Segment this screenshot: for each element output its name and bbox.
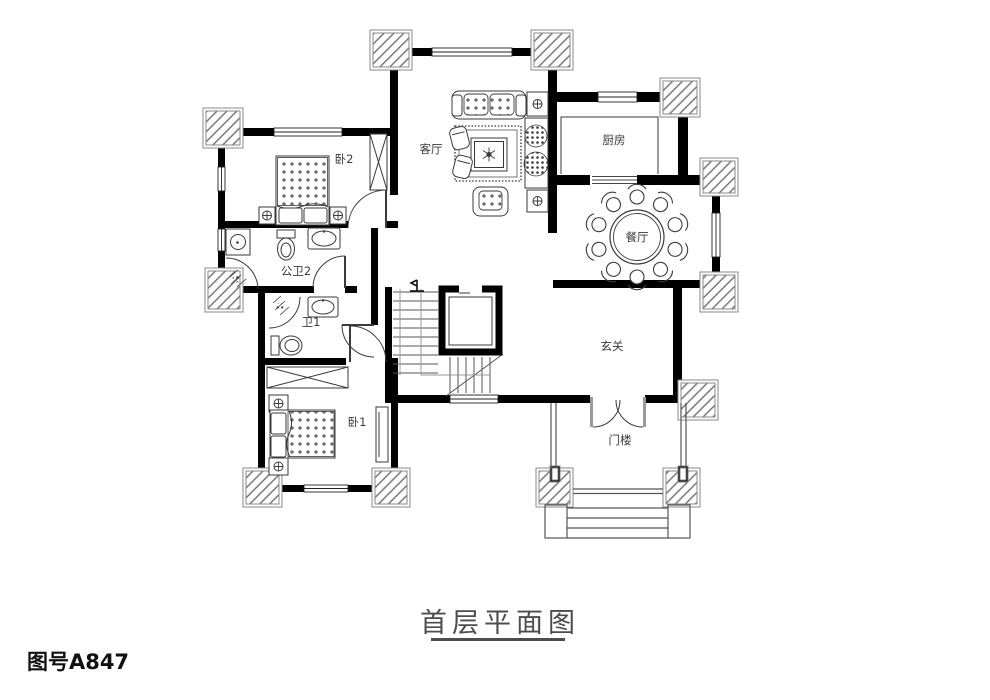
dining-table-icon <box>609 209 665 265</box>
entry-double-door-icon <box>590 397 646 428</box>
window-icon <box>431 47 513 57</box>
entry-steps-icon <box>544 504 691 539</box>
shower-icon <box>268 295 301 329</box>
living-room-furniture <box>449 90 549 217</box>
elevator-icon <box>438 285 503 356</box>
shower-icon <box>225 257 259 290</box>
kitchen-fixtures <box>560 116 659 174</box>
column-icon <box>369 29 413 71</box>
columns <box>202 29 739 508</box>
bedroom2-furniture <box>258 133 388 226</box>
nightstand-icon <box>268 457 289 476</box>
side-table-icon <box>526 91 549 117</box>
stair-up-arrow-icon <box>409 279 424 292</box>
window-icon <box>711 212 721 258</box>
wardrobe-icon <box>266 366 349 389</box>
window-icon <box>449 394 499 404</box>
window-icon <box>217 166 226 192</box>
bed-icon <box>269 409 336 459</box>
column-icon <box>662 465 701 508</box>
armchair-icon <box>452 154 473 180</box>
title-underline <box>431 638 565 641</box>
room-label-dining: 餐厅 <box>626 230 649 244</box>
wardrobe-icon <box>369 133 388 191</box>
column-icon <box>659 77 701 118</box>
side-table-icon <box>526 189 549 213</box>
sink-icon <box>307 296 339 318</box>
bedroom1-furniture <box>266 366 389 476</box>
column-icon <box>699 157 739 197</box>
coffee-table-icon <box>470 137 508 172</box>
column-icon <box>204 267 244 313</box>
column-icon <box>371 467 411 508</box>
toilet-icon <box>276 229 296 261</box>
single-sofa-icon <box>472 186 509 217</box>
window-icon <box>303 484 349 493</box>
room-label-bedroom2: 卧2 <box>335 152 354 166</box>
window-icon <box>217 228 226 252</box>
room-label-foyer: 玄关 <box>601 339 624 353</box>
door-arc-icon <box>349 325 387 363</box>
column-icon <box>530 29 574 71</box>
nightstand-icon <box>329 206 347 225</box>
door-arc-icon <box>341 324 375 358</box>
bed-icon <box>275 155 330 226</box>
porch-rail-icon <box>550 403 557 468</box>
porch <box>544 403 691 539</box>
column-icon <box>535 465 574 508</box>
room-label-bedroom1: 卧1 <box>348 415 367 429</box>
sink-icon <box>307 227 341 250</box>
porch-beam-icon <box>573 488 663 495</box>
door-arc-icon <box>312 255 346 289</box>
dining-furniture <box>583 183 691 291</box>
armchair-icon <box>449 125 470 151</box>
drawing-number: 图号A847 <box>27 650 129 674</box>
bath2-fixtures <box>225 227 341 290</box>
room-label-kitchen: 厨房 <box>603 133 626 147</box>
window-icon <box>597 91 638 103</box>
room-label-bath2: 公卫2 <box>281 264 311 278</box>
porch-rail-icon <box>680 403 687 468</box>
window-icon <box>273 127 343 137</box>
column-icon <box>699 271 739 313</box>
plant-stand-icon <box>523 117 549 189</box>
sliding-door-icon <box>592 176 637 184</box>
door-arc-icon <box>347 189 387 229</box>
kitchen-counter-icon <box>560 116 659 174</box>
room-label-porch: 门楼 <box>609 433 632 447</box>
toilet-icon <box>270 335 303 356</box>
tv-cabinet-icon <box>375 406 389 463</box>
stair-guide-line <box>399 289 490 376</box>
staircase <box>393 279 504 397</box>
room-label-living: 客厅 <box>420 142 443 156</box>
sofa-icon <box>451 90 527 120</box>
doors <box>312 189 646 428</box>
plan-title: 首层平面图 <box>420 608 580 639</box>
column-icon <box>202 107 244 149</box>
washer-icon <box>225 228 251 256</box>
bath1-fixtures <box>268 295 339 356</box>
column-icon <box>677 379 719 421</box>
nightstand-icon <box>258 206 276 225</box>
room-label-bath1: 卫1 <box>302 315 321 329</box>
room-labels: 卧2 客厅 厨房 餐厅 公卫2 卫1 卧1 玄关 门楼 <box>281 133 649 447</box>
windows <box>217 47 721 493</box>
nightstand-icon <box>268 394 289 413</box>
